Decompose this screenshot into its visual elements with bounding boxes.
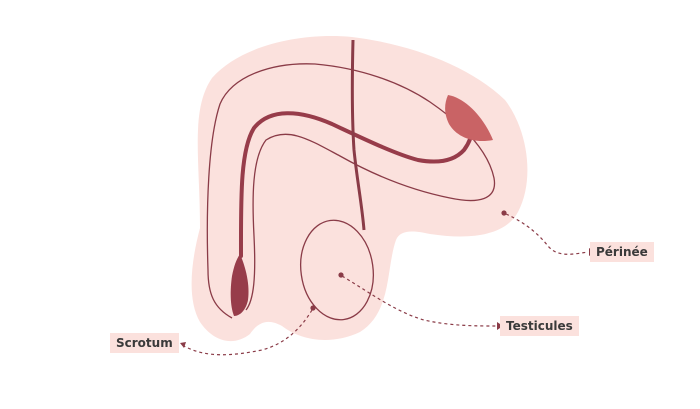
leader-testicules xyxy=(341,275,499,327)
label-scrotum: Scrotum xyxy=(110,333,179,353)
dot-perinee xyxy=(501,210,507,216)
prostate-gland xyxy=(445,95,493,142)
leader-perinee xyxy=(505,213,589,255)
label-perinee: Périnée xyxy=(590,242,654,262)
label-testicules: Testicules xyxy=(500,316,579,336)
arrow-scrotum-icon xyxy=(180,342,186,348)
glans-tip xyxy=(230,254,249,316)
penis-outline xyxy=(206,63,496,319)
dot-testicules xyxy=(338,272,344,278)
vas-deferens xyxy=(350,39,366,231)
dot-scrotum xyxy=(310,305,316,311)
testicle xyxy=(300,219,374,321)
urethra xyxy=(238,111,474,258)
